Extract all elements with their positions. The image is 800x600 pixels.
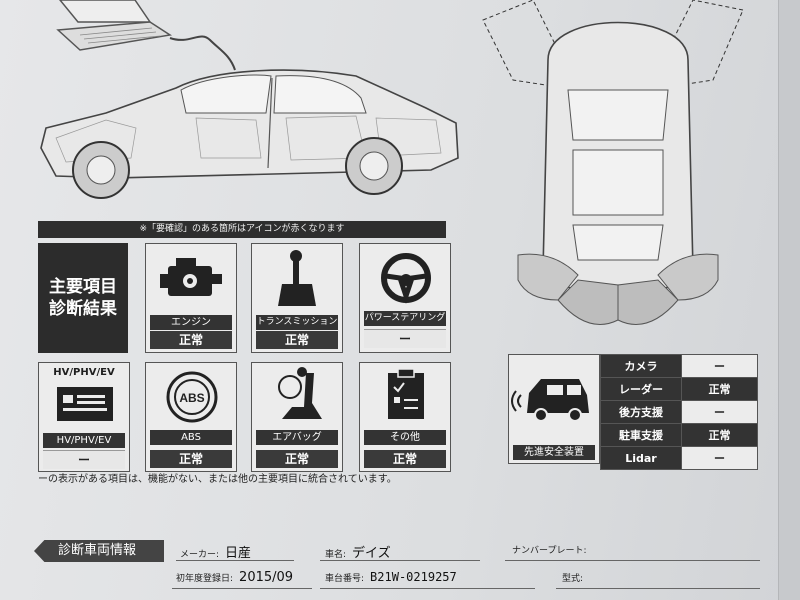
tile-hv-header: HV/PHV/EV xyxy=(53,367,115,378)
engine-icon xyxy=(160,258,222,296)
vehicle-info-title: 診断車両情報 xyxy=(34,540,164,562)
adas-row-name: 駐車支援 xyxy=(600,423,682,447)
adas-row: 駐車支援正常 xyxy=(600,423,758,447)
tile-hv-result: ー xyxy=(43,450,125,469)
tile-airbag: エアバッグ 正常 xyxy=(251,362,343,472)
year-value: 2015/09 xyxy=(239,570,294,585)
plate-field: ナンバープレート: xyxy=(512,542,593,557)
plate-label: ナンバープレート: xyxy=(512,546,587,556)
tile-engine-result: 正常 xyxy=(150,331,232,349)
maker-label: メーカー: xyxy=(180,550,220,560)
airbag-icon xyxy=(278,367,322,419)
main-tile-line1: 主要項目 xyxy=(49,277,117,297)
chassis-value: B21W-0219257 xyxy=(370,570,457,584)
tile-hv-label: HV/PHV/EV xyxy=(43,433,125,448)
tile-transmission: トランスミッション 正常 xyxy=(251,243,343,353)
adas-row: カメラー xyxy=(600,354,758,378)
model-value: デイズ xyxy=(352,546,391,561)
adas-label: 先進安全装置 xyxy=(513,445,595,460)
tile-power-steering: パワーステアリング ー xyxy=(359,243,451,353)
adas-row-value: ー xyxy=(681,400,758,424)
notice-banner: ※「要確認」のある箇所はアイコンが赤くなります xyxy=(38,221,446,238)
tile-airbag-result: 正常 xyxy=(256,450,338,468)
tile-hv: HV/PHV/EV HV/PHV/EV ー xyxy=(38,362,130,472)
model-underline xyxy=(320,560,480,561)
model-field: 車名: デイズ xyxy=(325,542,391,561)
tile-engine-label: エンジン xyxy=(150,315,232,330)
tile-engine: エンジン 正常 xyxy=(145,243,237,353)
gear-shifter-icon xyxy=(278,250,316,306)
abs-icon: ABS xyxy=(166,371,218,423)
tile-other-label: その他 xyxy=(364,430,446,445)
tile-abs-label: ABS xyxy=(150,430,232,445)
maker-value: 日産 xyxy=(225,546,252,561)
laptop-illustration xyxy=(56,0,236,71)
maker-field: メーカー: 日産 xyxy=(180,542,251,561)
adas-row-name: レーダー xyxy=(600,377,682,401)
type-label: 型式: xyxy=(562,574,584,584)
year-label: 初年度登録日: xyxy=(176,574,234,584)
steering-wheel-icon xyxy=(381,253,431,304)
adas-row-name: カメラ xyxy=(600,354,682,378)
tile-power-steering-result: ー xyxy=(364,329,446,348)
adas-row-value: ー xyxy=(681,446,758,470)
tile-power-steering-label: パワーステアリング xyxy=(364,311,446,326)
battery-icon xyxy=(57,387,113,421)
chassis-underline xyxy=(320,588,535,589)
adas-tile: 先進安全装置 xyxy=(508,354,600,464)
main-items-tile: 主要項目 診断結果 xyxy=(38,243,128,353)
footnote: ーの表示がある項目は、機能がない、または他の主要項目に統合されています。 xyxy=(38,474,397,485)
plate-underline xyxy=(505,560,760,561)
top-car-diagram xyxy=(482,0,744,325)
tile-other-result: 正常 xyxy=(364,450,446,468)
maker-underline xyxy=(176,560,294,561)
side-car-diagram xyxy=(40,69,459,199)
adas-row-name: 後方支援 xyxy=(600,400,682,424)
type-underline xyxy=(556,588,760,589)
model-label: 車名: xyxy=(325,550,347,560)
clipboard-icon xyxy=(388,368,424,419)
tile-transmission-label: トランスミッション xyxy=(256,315,338,330)
year-underline xyxy=(172,588,312,589)
adas-row-value: ー xyxy=(681,354,758,378)
tile-abs: ABS ABS 正常 xyxy=(145,362,237,472)
chassis-label: 車台番号: xyxy=(325,574,365,584)
tile-abs-result: 正常 xyxy=(150,450,232,468)
tile-other: その他 正常 xyxy=(359,362,451,472)
type-field: 型式: xyxy=(562,570,589,585)
car-sensor-icon xyxy=(511,379,589,422)
chassis-field: 車台番号: B21W-0219257 xyxy=(325,570,457,584)
adas-row-value: 正常 xyxy=(681,377,758,401)
adas-row-name: Lidar xyxy=(600,446,682,470)
adas-row: 後方支援ー xyxy=(600,400,758,424)
adas-row-value: 正常 xyxy=(681,423,758,447)
page-edge xyxy=(778,0,800,600)
tile-transmission-result: 正常 xyxy=(256,331,338,349)
svg-text:ABS: ABS xyxy=(179,391,204,405)
year-field: 初年度登録日: 2015/09 xyxy=(176,570,293,585)
adas-row: レーダー正常 xyxy=(600,377,758,401)
tile-airbag-label: エアバッグ xyxy=(256,430,338,445)
main-tile-line2: 診断結果 xyxy=(49,299,117,319)
